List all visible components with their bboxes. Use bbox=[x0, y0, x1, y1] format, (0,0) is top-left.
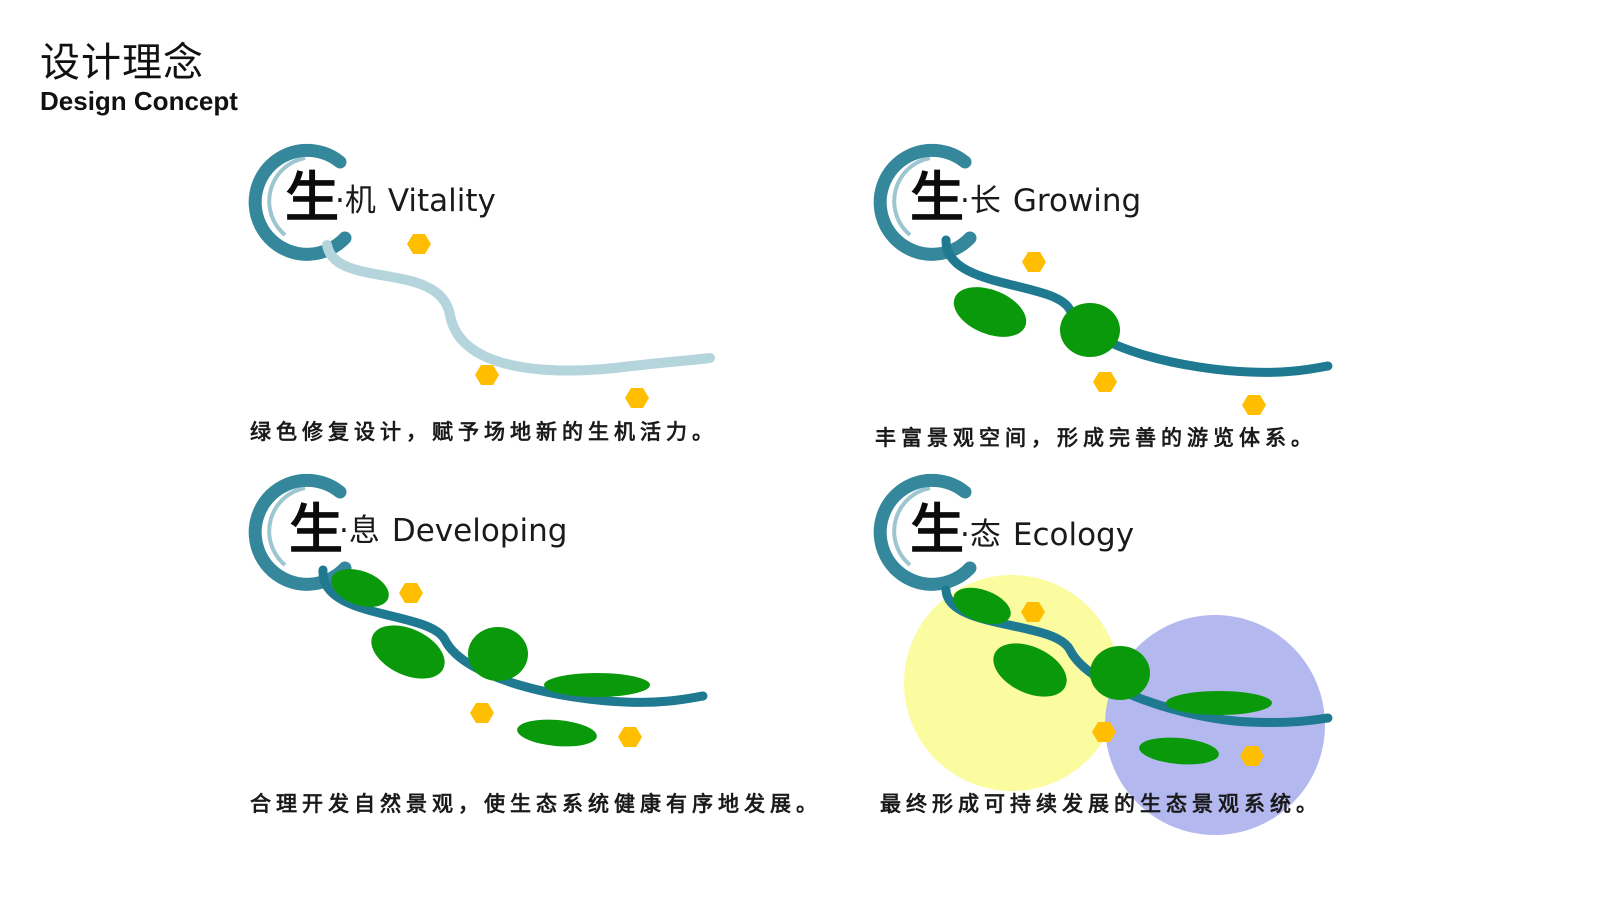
green-leaf bbox=[517, 719, 597, 747]
green-leaf bbox=[468, 627, 528, 681]
ink-circle bbox=[248, 473, 352, 591]
hexagon-marker bbox=[1092, 722, 1116, 742]
concept-english: Ecology bbox=[1012, 517, 1135, 553]
concept-heading: ·机 Vitality bbox=[335, 186, 496, 217]
hexagon-marker bbox=[1022, 252, 1046, 272]
ink-circle bbox=[248, 143, 352, 261]
hexagon-marker bbox=[618, 727, 642, 747]
concept-english: Growing bbox=[1012, 183, 1142, 219]
hexagon-marker bbox=[625, 388, 649, 408]
hexagon-marker bbox=[1021, 602, 1045, 622]
ink-circle bbox=[873, 143, 977, 261]
concept-heading: ·息 Developing bbox=[339, 516, 567, 547]
green-leaf bbox=[1166, 691, 1272, 715]
panel-developing: 生 ·息 Developing 合理开发自然景观，使生态系统健康有序地发展。 bbox=[245, 470, 865, 816]
concept-english: Developing bbox=[391, 513, 568, 549]
concept-suffix: ·长 bbox=[960, 183, 1001, 219]
page-title: 设计理念 bbox=[40, 40, 204, 86]
panel-vitality: 生 ·机 Vitality 绿色修复设计，赋予场地新的生机活力。 bbox=[245, 140, 865, 480]
hexagon-marker bbox=[1240, 746, 1264, 766]
ink-circle-inner bbox=[267, 156, 306, 237]
concept-english: Vitality bbox=[387, 183, 496, 219]
concept-suffix: ·机 bbox=[335, 183, 376, 219]
developing-illustration bbox=[248, 473, 708, 747]
concept-char: 生 bbox=[285, 165, 339, 229]
vitality-illustration bbox=[248, 143, 715, 408]
hexagon-marker bbox=[470, 703, 494, 723]
concept-suffix: ·态 bbox=[960, 517, 1001, 553]
green-leaf bbox=[1139, 737, 1219, 765]
concept-caption: 丰富景观空间，形成完善的游览体系。 bbox=[875, 425, 1317, 450]
ink-circle-inner bbox=[267, 486, 306, 567]
concept-heading: ·长 Growing bbox=[960, 186, 1141, 217]
concept-caption: 绿色修复设计，赋予场地新的生机活力。 bbox=[250, 419, 718, 444]
ink-circle-inner bbox=[892, 486, 931, 567]
ink-circle-inner bbox=[892, 156, 931, 237]
zone-circle-blue bbox=[1105, 615, 1325, 835]
hexagon-marker bbox=[399, 583, 423, 603]
hexagon-marker bbox=[475, 365, 499, 385]
river-stroke bbox=[322, 240, 715, 376]
hexagon-marker bbox=[1242, 395, 1266, 415]
concept-caption: 合理开发自然景观，使生态系统健康有序地发展。 bbox=[250, 791, 822, 816]
green-leaf bbox=[1090, 646, 1150, 700]
green-leaf bbox=[953, 287, 1027, 337]
green-leaf bbox=[1060, 303, 1120, 357]
green-leaf bbox=[331, 569, 389, 607]
concept-char: 生 bbox=[289, 497, 343, 561]
ecology-illustration bbox=[873, 473, 1333, 835]
hexagon-marker bbox=[407, 234, 431, 254]
green-leaf bbox=[993, 643, 1067, 697]
panel-ecology: 生 ·态 Ecology 最终形成可持续发展的生态景观系统。 bbox=[870, 470, 1490, 835]
green-leaf bbox=[953, 587, 1011, 625]
green-leaf bbox=[371, 625, 445, 679]
concept-caption: 最终形成可持续发展的生态景观系统。 bbox=[880, 791, 1322, 816]
growing-illustration bbox=[873, 143, 1333, 415]
page-subtitle: Design Concept bbox=[40, 86, 238, 116]
ink-circle bbox=[873, 473, 977, 591]
concept-suffix: ·息 bbox=[339, 513, 380, 549]
concept-char: 生 bbox=[910, 165, 964, 229]
panel-growing: 生 ·长 Growing 丰富景观空间，形成完善的游览体系。 bbox=[870, 140, 1490, 480]
green-leaf bbox=[544, 673, 650, 697]
concept-heading: ·态 Ecology bbox=[960, 520, 1134, 551]
hexagon-marker bbox=[1093, 372, 1117, 392]
concept-char: 生 bbox=[910, 497, 964, 561]
